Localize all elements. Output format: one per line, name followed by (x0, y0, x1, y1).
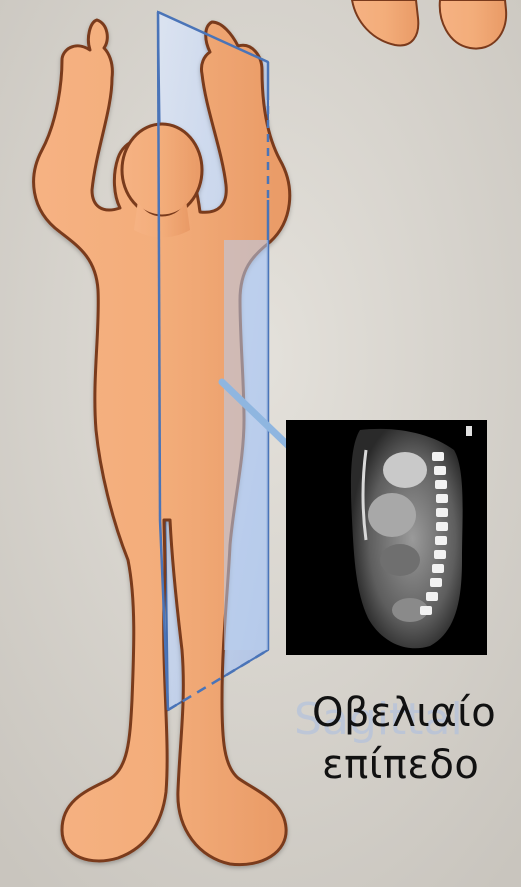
plane-label-line-2: επίπεδο (322, 742, 479, 788)
head (122, 124, 202, 216)
ct-sagittal-image (286, 420, 487, 655)
plane-label-line-1: Οβελιαίο (312, 690, 496, 736)
